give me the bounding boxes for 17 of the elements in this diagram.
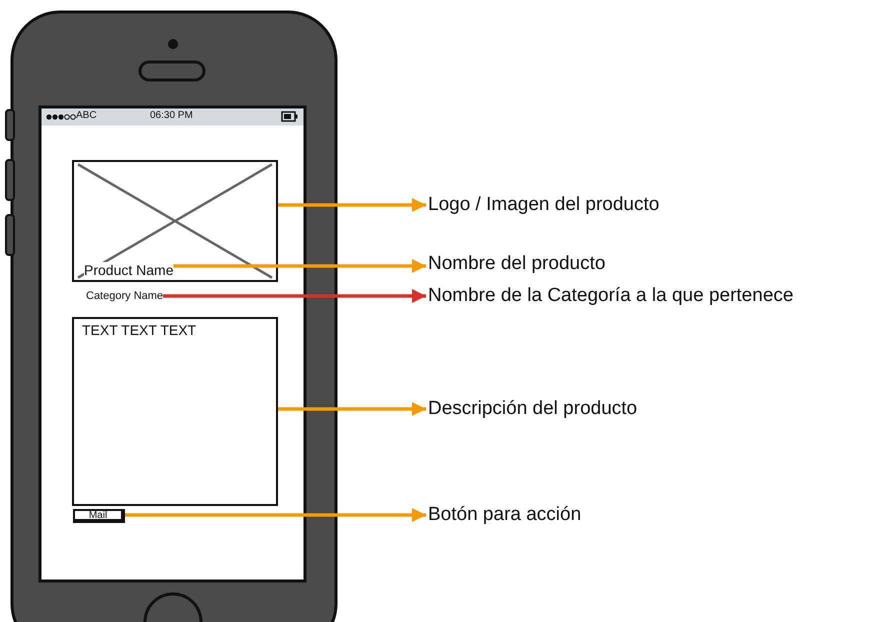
arrow	[125, 508, 426, 522]
annotation-text: Descripción del producto	[428, 398, 638, 420]
annotation-text: Logo / Imagen del producto	[428, 194, 660, 216]
text-area: TEXT TEXT TEXT	[72, 317, 278, 506]
arrow	[173, 259, 426, 273]
carrier-name: ABC	[76, 110, 97, 121]
image-placeholder	[72, 160, 278, 282]
product-name: Product Name	[84, 262, 174, 278]
category-name: Category Name	[86, 290, 164, 302]
annotation-text: Nombre de la Categoría a la que pertenece	[428, 285, 794, 307]
annotation-text: Botón para acción	[428, 504, 582, 526]
mail-button: Mail	[73, 509, 125, 523]
status-time: 06:30 PM	[150, 110, 193, 121]
arrow	[163, 289, 426, 303]
arrow	[278, 198, 426, 212]
annotation-text: Nombre del producto	[428, 253, 606, 275]
arrow	[278, 402, 426, 416]
